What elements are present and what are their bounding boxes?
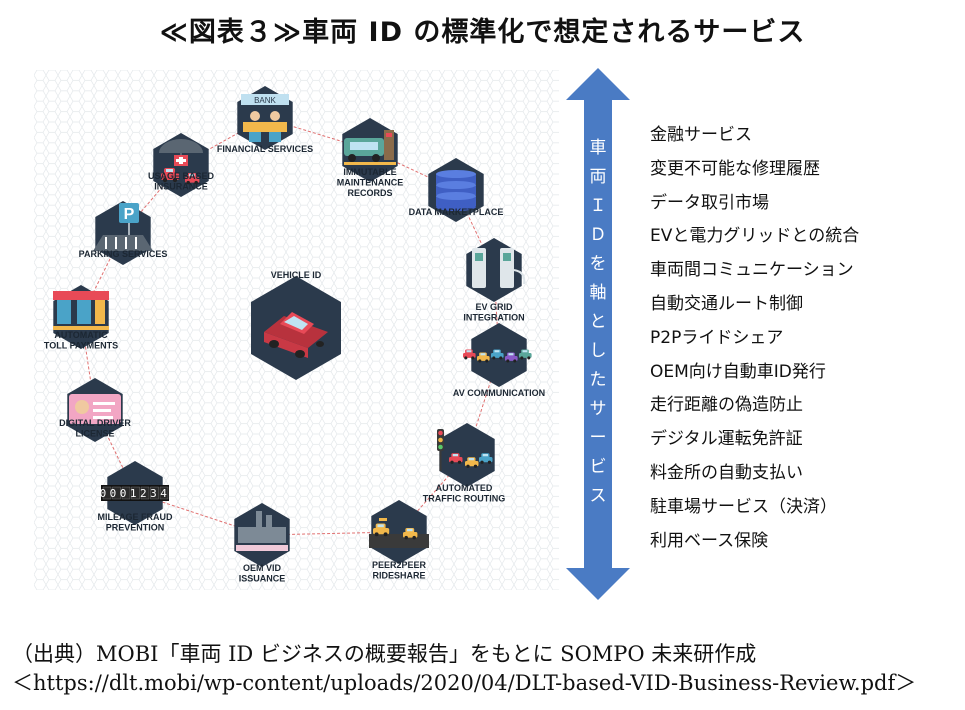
node-label: AV COMMUNICATION	[453, 388, 545, 398]
service-item: EVと電力グリッドとの統合	[650, 226, 860, 247]
axis-char: 両	[590, 167, 607, 187]
odometer-icon: 0001234	[100, 485, 171, 501]
service-item: 変更不可能な修理履歴	[650, 158, 820, 179]
service-item: 金融サービス	[650, 125, 752, 145]
axis-char: 軸	[590, 283, 607, 303]
node-hexagon	[439, 423, 495, 487]
parking-sign-letter: P	[124, 206, 135, 223]
axis-char: し	[590, 341, 607, 361]
car-convoy-icon	[463, 349, 532, 363]
node-label: FINANCIAL SERVICES	[217, 144, 313, 154]
page-title: ≪図表３≫車両 ID の標準化で想定されるサービス	[159, 17, 806, 48]
service-item: 駐車場サービス（決済）	[650, 496, 837, 517]
axis-char: ー	[590, 428, 607, 448]
license-card-icon	[69, 394, 121, 424]
node-label: PARKING SERVICES	[79, 249, 168, 259]
axis-char: サ	[590, 399, 607, 419]
bank-sign-text: BANK	[254, 96, 276, 105]
database-icon	[436, 170, 476, 211]
service-item: 走行距離の偽造防止	[650, 395, 803, 416]
service-list: 金融サービス変更不可能な修理履歴データ取引市場 EVと電力グリッドとの統合車両間コ…	[650, 122, 859, 561]
umbrella-car-icon	[159, 139, 203, 185]
service-node: AV COMMUNICATION	[453, 323, 545, 398]
car-icon	[264, 312, 328, 358]
service-item: 自動交通ルート制御	[650, 293, 803, 314]
factory-icon	[236, 511, 288, 551]
axis-char: ビ	[590, 457, 607, 477]
source-citation: （出典）MOBI「車両 ID ビジネスの概要報告」をもとに SOMPO 未来研作…	[12, 640, 916, 698]
axis-char: Ｄ	[590, 225, 607, 245]
service-item: データ取引市場	[650, 192, 769, 213]
axis-char: た	[590, 370, 607, 390]
bank-icon: BANK	[241, 94, 289, 142]
service-item: 利用ベース保険	[650, 530, 769, 551]
source-line-1: （出典）MOBI「車両 ID ビジネスの概要報告」をもとに SOMPO 未来研作…	[12, 642, 757, 666]
service-item: P2Pライドシェア	[650, 327, 784, 348]
axis-char: を	[590, 254, 607, 274]
ev-charger-icon	[472, 248, 526, 288]
node-label: DATA MARKETPLACE	[409, 207, 504, 217]
odometer-reading: 0001234	[100, 487, 171, 500]
service-item: OEM向け自動車ID発行	[650, 361, 826, 382]
axis-char: ス	[590, 486, 607, 506]
taxi-icon	[369, 518, 429, 548]
service-node: P PARKING SERVICES	[79, 201, 168, 265]
arrow-shape	[566, 68, 630, 600]
service-network-diagram: VEHICLE ID BANK FINANCIAL SERVICES IMMUTAB…	[34, 70, 559, 590]
service-item: デジタル運転免許証	[650, 429, 803, 450]
axis-char: 車	[590, 138, 607, 158]
service-node: BANK FINANCIAL SERVICES	[217, 86, 313, 154]
service-node: DATA MARKETPLACE	[409, 158, 504, 222]
service-item: 車両間コミュニケーション	[650, 260, 854, 281]
axis-char: Ｉ	[590, 196, 607, 216]
service-item: 料金所の自動支払い	[650, 462, 803, 483]
toll-booth-icon	[53, 291, 109, 330]
source-line-2: ＜https://dlt.mobi/wp-content/uploads/202…	[12, 671, 917, 695]
vehicle-id-node: VEHICLE ID	[251, 270, 341, 380]
center-label: VEHICLE ID	[271, 270, 322, 280]
traffic-light-icon	[437, 429, 493, 471]
parking-sign-icon: P	[93, 203, 153, 251]
axis-char: と	[590, 312, 607, 332]
repair-truck-icon	[344, 130, 396, 165]
